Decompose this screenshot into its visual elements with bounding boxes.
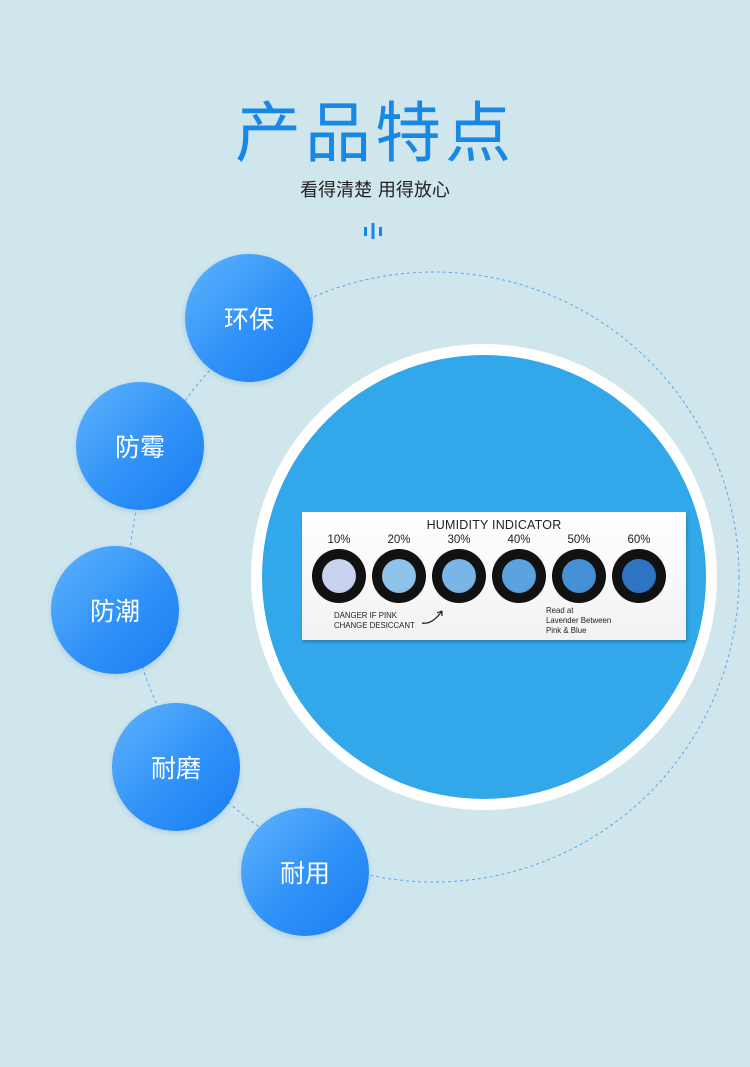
feature-bubble-mold-proof: 防霉: [76, 382, 204, 510]
feature-bubble-environmental: 环保: [185, 254, 313, 382]
indicator-dot-60: [612, 549, 666, 603]
level-label-20: 20%: [387, 534, 411, 546]
feature-bubble-durable: 耐用: [241, 808, 369, 936]
feature-bubble-wear-resistant: 耐磨: [112, 703, 240, 831]
read-note: Read at Lavender Between Pink & Blue: [546, 605, 612, 635]
dashed-orbit-ring: [128, 271, 740, 883]
level-label-30: 30%: [447, 534, 471, 546]
level-label-50: 50%: [567, 534, 591, 546]
divider-bars-icon: [364, 223, 382, 239]
indicator-dot-30: [432, 549, 486, 603]
feature-bubble-moisture-proof: 防潮: [51, 546, 179, 674]
indicator-dot-10: [312, 549, 366, 603]
indicator-dot-40: [492, 549, 546, 603]
humidity-indicator-card: HUMIDITY INDICATOR 10% 20% 30% 40% 50% 6…: [302, 512, 686, 640]
level-label-60: 60%: [627, 534, 651, 546]
arrow-icon: [421, 610, 443, 624]
indicator-dot-20: [372, 549, 426, 603]
indicator-dot-50: [552, 549, 606, 603]
page-title: 产品特点: [235, 95, 515, 172]
level-label-10: 10%: [327, 534, 351, 546]
warning-note: DANGER IF PINK CHANGE DESICCANT: [334, 610, 415, 630]
level-label-40: 40%: [507, 534, 531, 546]
page-subtitle: 看得清楚 用得放心: [300, 180, 450, 201]
indicator-title: HUMIDITY INDICATOR: [426, 518, 562, 532]
